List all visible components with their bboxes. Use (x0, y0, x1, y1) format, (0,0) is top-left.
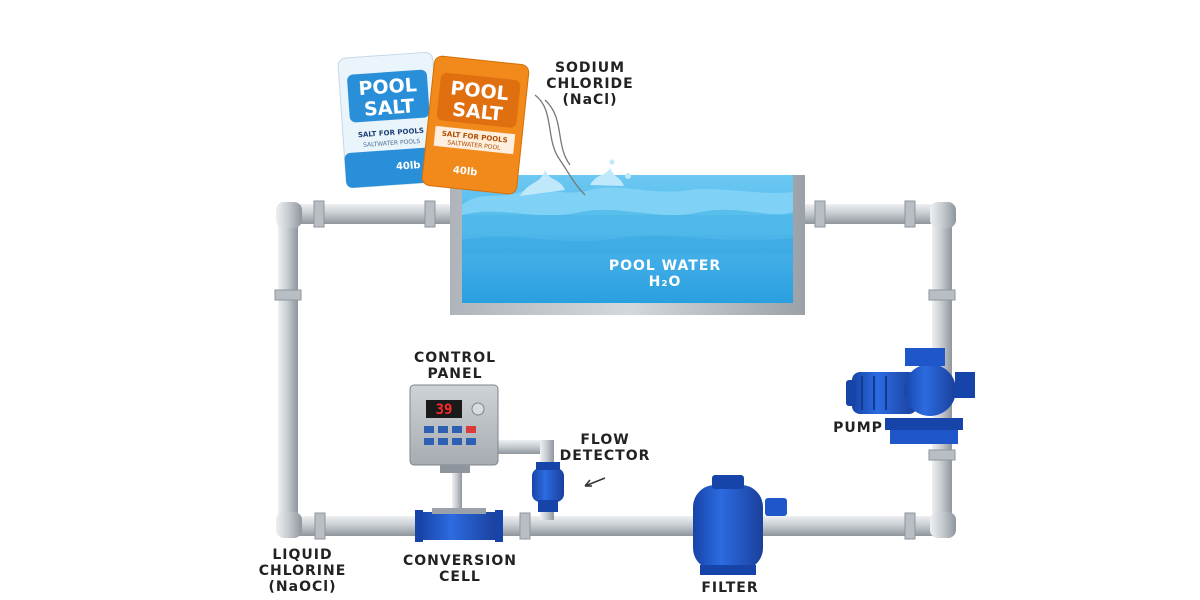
pool-water-name: POOL WATER (608, 258, 722, 274)
pool-tank (450, 159, 805, 315)
conversion-cell-label: CONVERSION CELL (395, 553, 525, 585)
flow-detector-label: FLOW DETECTOR (555, 432, 655, 464)
conversion-cell-line-2: CELL (439, 569, 481, 585)
filter-text: FILTER (701, 580, 759, 596)
pump (846, 348, 975, 444)
liquid-chlorine-line-1: LIQUID (272, 547, 333, 563)
pump-text: PUMP (833, 420, 883, 436)
pool-water-formula: H₂O (648, 274, 682, 290)
control-panel-line-1: CONTROL (413, 350, 497, 366)
sodium-chloride-label: SODIUM CHLORIDE (NaCl) (545, 60, 635, 108)
salt-bag-white-subline: SALTWATER POOLS (363, 138, 421, 149)
salt-bag-orange: POOL SALT SALT FOR POOLS SALTWATER POOL … (421, 55, 530, 195)
liquid-chlorine-line-2: CHLORINE (258, 563, 347, 579)
flow-detector-line-2: DETECTOR (559, 448, 651, 464)
control-panel-label: CONTROL PANEL (400, 350, 510, 382)
sodium-chloride-line-3: (NaCl) (562, 92, 618, 108)
salt-bag-white-weight: 40lb (396, 160, 421, 173)
salt-bag-white-brand-2: SALT (363, 95, 415, 120)
flow-detector-line-1: FLOW (580, 432, 630, 448)
sodium-chloride-line-2: CHLORIDE (546, 76, 634, 92)
salt-bag-orange-weight: 40lb (452, 165, 478, 179)
pump-label: PUMP (828, 420, 888, 436)
salt-bag-white: POOL SALT SALT FOR POOLS SALTWATER POOLS… (337, 51, 442, 189)
liquid-chlorine-line-3: (NaOCl) (268, 579, 337, 595)
sodium-chloride-line-1: SODIUM (554, 60, 626, 76)
conversion-cell-line-1: CONVERSION (403, 553, 517, 569)
control-panel-line-2: PANEL (427, 366, 483, 382)
liquid-chlorine-label: LIQUID CHLORINE (NaOCl) (255, 547, 350, 595)
filter (693, 475, 787, 575)
control-display: 39 (436, 402, 453, 418)
salt-bag-white-brand-1: POOL (358, 74, 418, 100)
flow-detector (532, 462, 606, 512)
salt-stream (534, 94, 586, 196)
pool-water-label: POOL WATER H₂O (580, 258, 750, 290)
salt-bag-orange-brand-2: SALT (451, 99, 503, 126)
control-panel: 39 (409, 384, 499, 473)
conversion-cell (415, 508, 503, 542)
filter-label: FILTER (690, 580, 770, 596)
